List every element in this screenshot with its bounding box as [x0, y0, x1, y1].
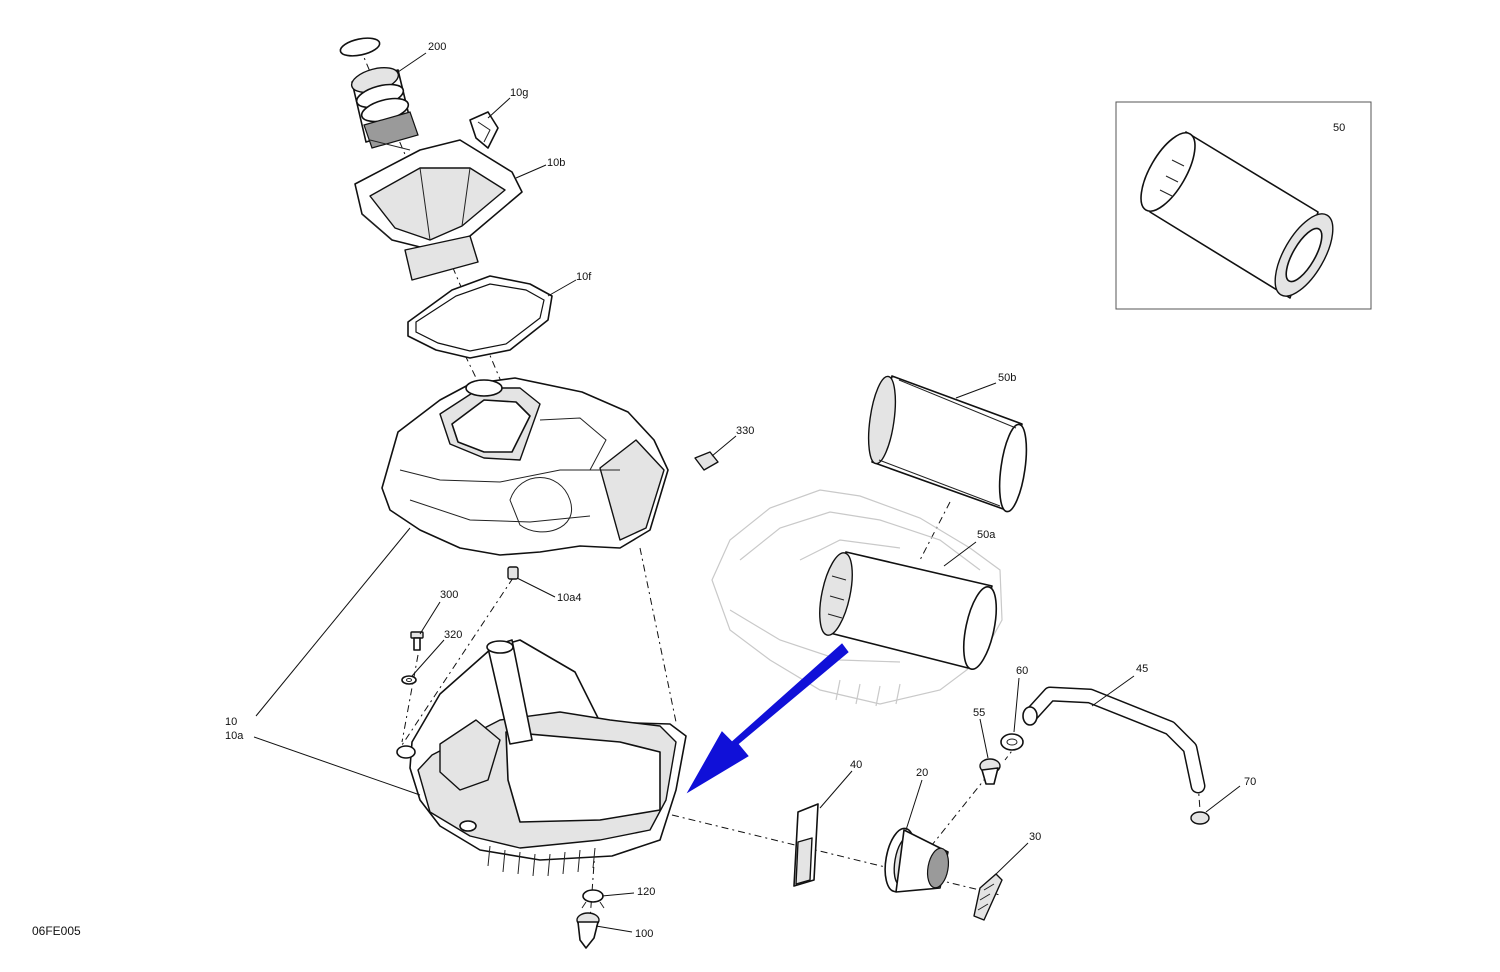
part-20-outlet-adapter	[884, 827, 950, 893]
inset-box-part-50	[1115, 101, 1372, 310]
part-50b-prefilter	[867, 375, 1028, 513]
part-30-clamp	[973, 873, 1003, 921]
part-70-clamp	[1190, 811, 1210, 825]
label-30: 30	[1029, 831, 1041, 843]
label-70: 70	[1244, 776, 1256, 788]
label-120: 120	[637, 886, 655, 898]
part-45-breather-hose	[1022, 686, 1206, 794]
part-60-clamp	[1000, 733, 1024, 751]
label-320: 320	[444, 629, 462, 641]
label-10a4: 10a4	[557, 592, 581, 604]
part-10b-cover	[354, 139, 523, 281]
label-40: 40	[850, 759, 862, 771]
label-330: 330	[736, 425, 754, 437]
ghost-housing-outline	[711, 489, 1003, 707]
label-50b: 50b	[998, 372, 1016, 384]
label-10b: 10b	[547, 157, 565, 169]
label-50: 50	[1333, 122, 1345, 134]
label-10: 10	[225, 716, 237, 728]
callout-labels: 200 10g 10b 10f 330 50 50b 50a 10a4 300 …	[32, 41, 1345, 940]
part-300-bolt	[410, 631, 424, 651]
label-100: 100	[635, 928, 653, 940]
label-55: 55	[973, 707, 985, 719]
part-50a-air-filter	[819, 551, 998, 670]
part-10a-lower-housing	[396, 639, 687, 877]
part-10f-gasket	[407, 275, 553, 359]
part-320-washer	[401, 675, 417, 685]
label-60: 60	[1016, 665, 1028, 677]
label-45: 45	[1136, 663, 1148, 675]
part-10-upper-housing	[381, 377, 669, 556]
installation-direction-arrow	[686, 643, 849, 794]
part-200-intake-boot	[339, 37, 419, 151]
label-20: 20	[916, 767, 928, 779]
part-10g-clip	[469, 111, 499, 149]
label-10f: 10f	[576, 271, 592, 283]
drawing-code: 06FE005	[32, 924, 81, 938]
label-50a: 50a	[977, 529, 996, 541]
label-10a: 10a	[225, 730, 244, 742]
part-120-clamp	[581, 889, 605, 909]
part-100-drain-valve	[576, 912, 600, 949]
label-200: 200	[428, 41, 446, 53]
part-40-seal	[793, 803, 819, 887]
part-10a4-screw	[507, 566, 519, 580]
leader-lines	[253, 52, 1241, 933]
part-55-fitting	[979, 758, 1001, 785]
part-330-clip	[694, 451, 719, 471]
label-300: 300	[440, 589, 458, 601]
label-10g: 10g	[510, 87, 528, 99]
